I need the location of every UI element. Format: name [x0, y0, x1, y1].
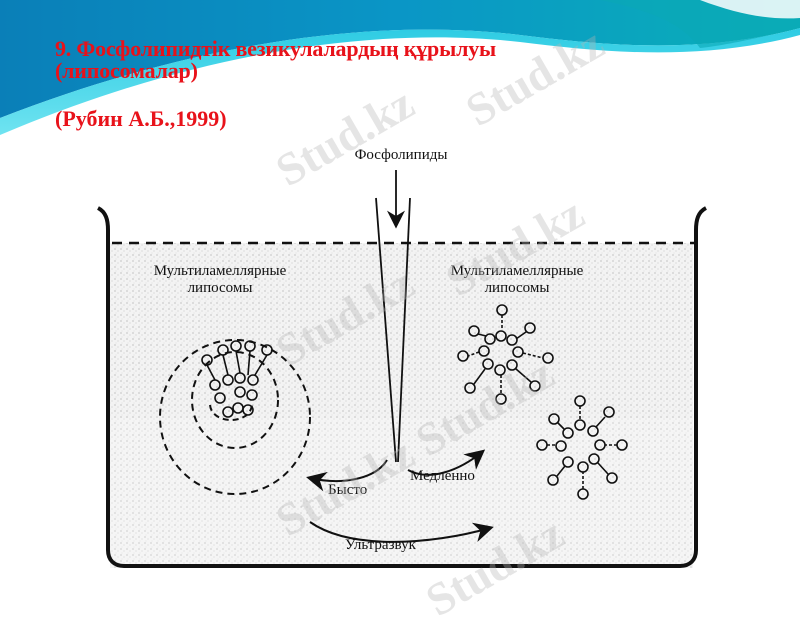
left-liposome-label-line2: липосомы — [187, 280, 253, 296]
left-liposome-label-line1: Мультиламеллярные — [153, 263, 287, 279]
right-liposome-label-line1: Мультиламеллярные — [450, 263, 584, 279]
ultrasound-label: Ультразвук — [345, 537, 416, 553]
slide-citation: (Рубин А.Б.,1999) — [55, 106, 227, 131]
multilamellar-liposome — [159, 339, 311, 495]
fast-label: Бысто — [328, 482, 368, 498]
beaker-outline — [96, 206, 708, 568]
left-liposome-label: Мультиламеллярные липосомы — [145, 263, 295, 297]
phospholipids-label: Фосфолипиды — [354, 147, 448, 163]
header-wave-background — [0, 0, 800, 135]
slow-arrow — [407, 449, 486, 476]
slide-title-line2: (липосомалар) — [55, 58, 198, 83]
pipette-left-wall — [375, 197, 397, 463]
fast-arrow — [306, 459, 388, 492]
right-liposome-label: Мультиламеллярные липосомы — [442, 263, 592, 297]
small-liposome-top — [457, 304, 554, 405]
ultrasound-arrow — [309, 521, 494, 543]
slide-title: 9. Фосфолипидтік везикулалардың құрылуы … — [55, 38, 496, 82]
liposome-diagram: Фосфолипиды Мультиламеллярные липосомы М… — [90, 140, 730, 600]
small-liposome-bottom — [536, 395, 628, 500]
slide-title-line1: 9. Фосфолипидтік везикулалардың құрылуы — [55, 36, 496, 61]
slow-label: Медленно — [410, 468, 475, 484]
diagram-drawing — [96, 170, 708, 568]
pipette-right-wall — [397, 197, 411, 463]
right-liposome-label-line2: липосомы — [484, 280, 550, 296]
